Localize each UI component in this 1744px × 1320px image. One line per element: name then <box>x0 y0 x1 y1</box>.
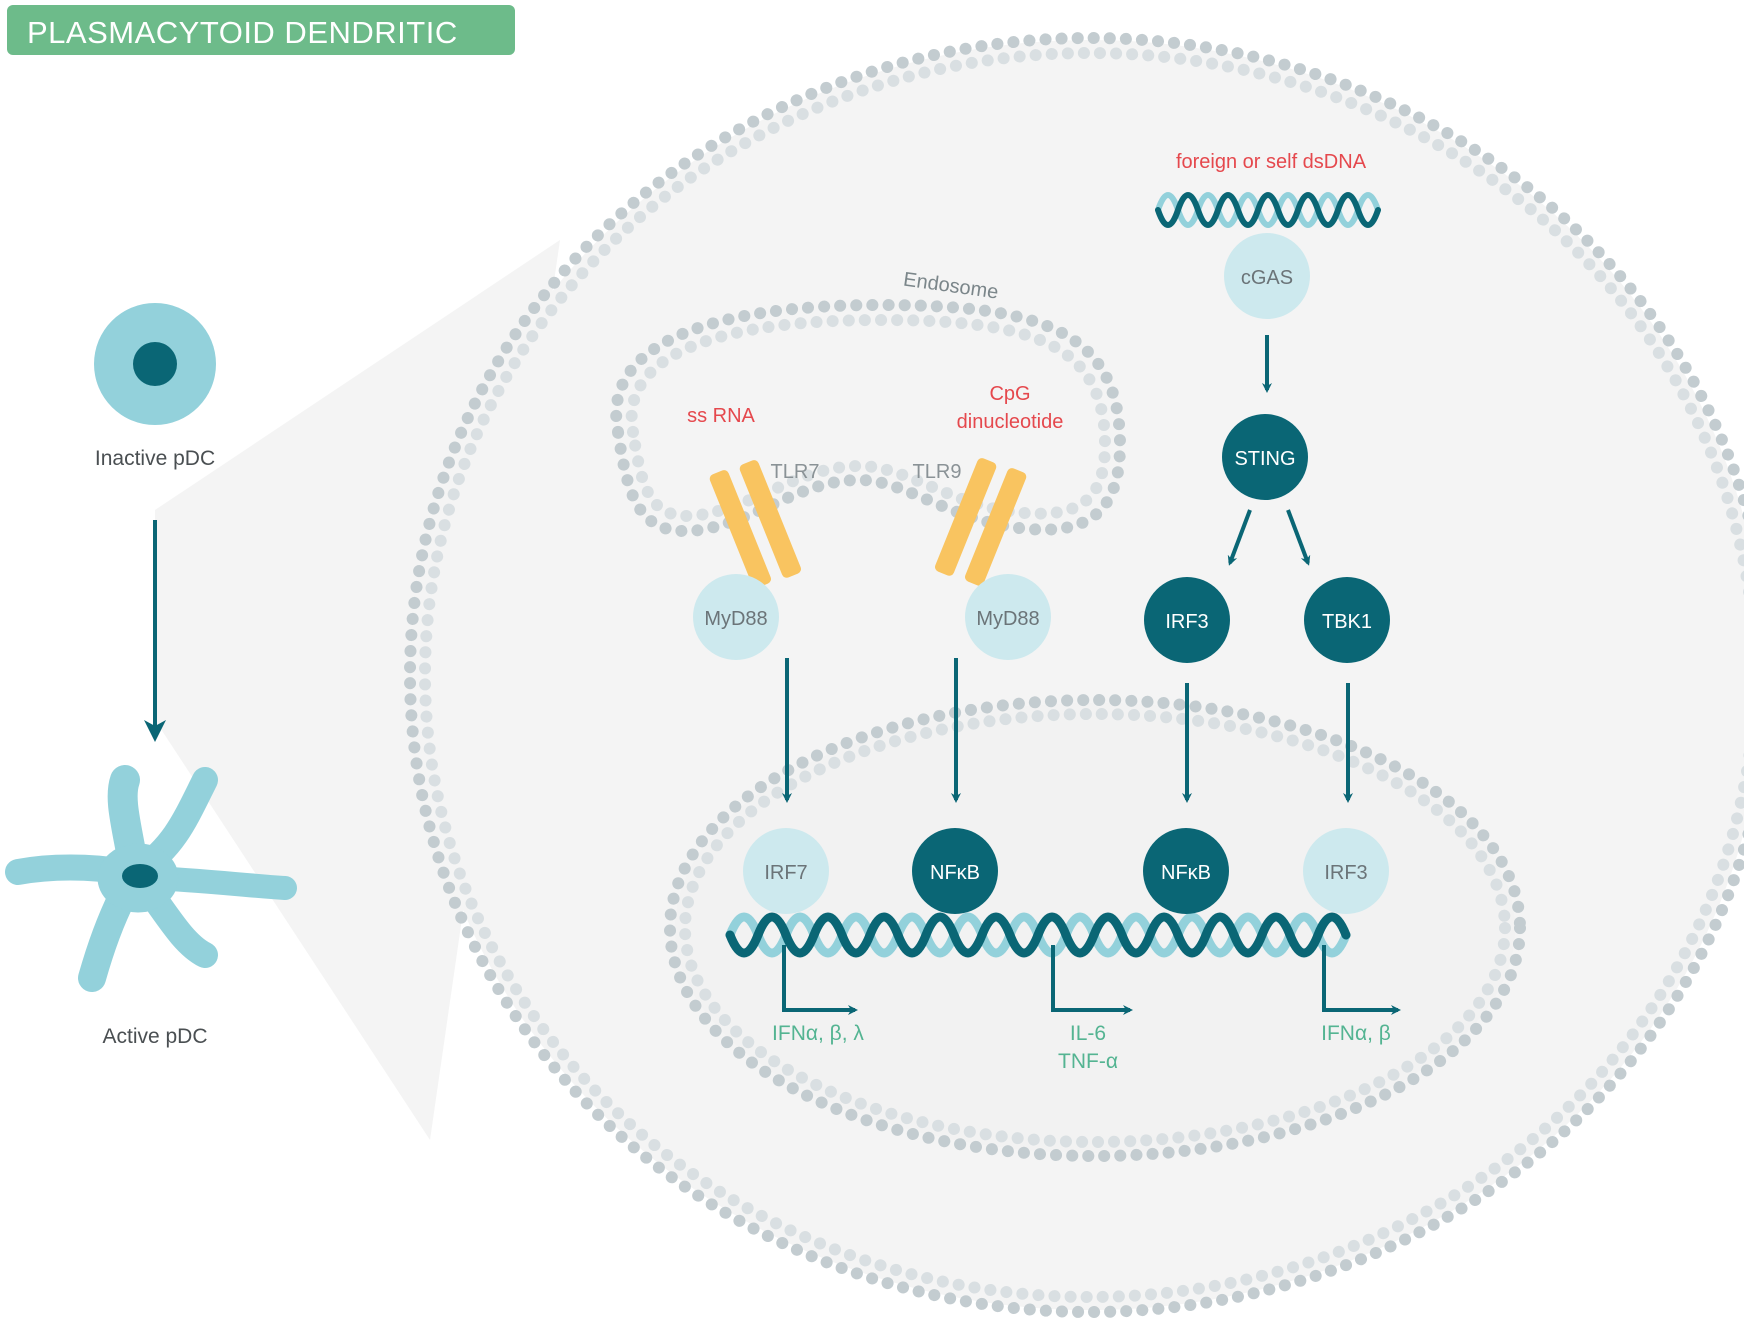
transcription-arrow-3 <box>1322 945 1401 1015</box>
cpg-label-line1: CpG <box>989 383 1030 405</box>
active-label: Active pDC <box>102 1025 207 1048</box>
sting-label: STING <box>1234 448 1295 470</box>
transcription-arrow-1 <box>782 945 858 1015</box>
nuclear-dna-helix <box>725 912 1351 958</box>
sting-to-irf3-arrow <box>1227 509 1252 566</box>
cell-membrane-inner <box>419 47 1744 1303</box>
nucleus-membrane-outer <box>664 694 1526 1162</box>
page-title: PLASMACYTOID DENDRITIC CELL <box>27 15 458 86</box>
nfkb-2-label: NFκB <box>1161 862 1211 884</box>
transcription-arrow-2 <box>1051 945 1133 1015</box>
active-cell-nucleus <box>122 864 158 888</box>
nfkb-1-node <box>912 828 998 914</box>
irf3-nuc-label: IRF3 <box>1324 862 1367 884</box>
output-1-label: IFNα, β, λ <box>772 1022 864 1045</box>
tbk1-label: TBK1 <box>1322 611 1372 633</box>
myd88-left-node <box>693 574 779 660</box>
active-cell-icon <box>5 765 297 992</box>
output-3-label: IFNα, β <box>1321 1022 1391 1045</box>
tlr9-label: TLR9 <box>913 461 962 483</box>
output-2-label-line1: IL-6 <box>1070 1022 1106 1045</box>
nucleus-membrane-inner <box>679 708 1511 1148</box>
ssrna-label: ss RNA <box>687 405 755 427</box>
irf3-nuc-node <box>1303 828 1389 914</box>
cpg-label-line2: dinucleotide <box>957 411 1064 433</box>
inactive-cell-nucleus <box>133 342 177 386</box>
tbk1-node <box>1304 577 1390 663</box>
nfkb-2-node <box>1143 828 1229 914</box>
irf7-node <box>743 828 829 914</box>
title-badge: PLASMACYTOID DENDRITIC CELL <box>7 5 515 86</box>
irf3-cyto-label: IRF3 <box>1165 611 1208 633</box>
cgas-node <box>1224 233 1310 319</box>
output-2-label-line2: TNF-α <box>1058 1050 1118 1073</box>
irf3-cyto-node <box>1144 577 1230 663</box>
dsdna-helix <box>1155 192 1381 228</box>
cgas-label: cGAS <box>1241 267 1293 289</box>
myd88-right-label: MyD88 <box>976 608 1039 630</box>
tlr7-receptor <box>709 460 801 588</box>
myd88-right-node <box>965 574 1051 660</box>
tlr7-label: TLR7 <box>771 461 820 483</box>
dsdna-label: foreign or self dsDNA <box>1176 151 1367 173</box>
sting-node <box>1222 414 1308 500</box>
sting-to-tbk1-arrow <box>1286 509 1311 566</box>
nfkb-1-label: NFκB <box>930 862 980 884</box>
irf7-label: IRF7 <box>764 862 807 884</box>
tlr9-receptor <box>935 458 1027 586</box>
myd88-left-label: MyD88 <box>704 608 767 630</box>
inactive-label: Inactive pDC <box>95 447 215 470</box>
cell-membrane-outer <box>404 32 1744 1318</box>
